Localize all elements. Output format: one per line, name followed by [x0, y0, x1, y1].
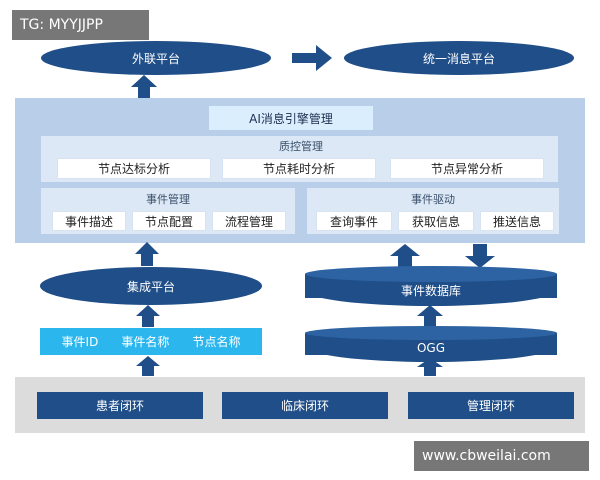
- ai-engine-title: AI消息引擎管理: [209, 106, 373, 130]
- management-loop: 管理闭环: [408, 392, 574, 419]
- up-arrow-icon: [136, 356, 160, 376]
- event-mgmt-item-3: 流程管理: [212, 211, 286, 231]
- event-driver-title: 事件驱动: [411, 193, 455, 206]
- field-node-name: 节点名称: [192, 335, 241, 349]
- event-mgmt-title: 事件管理: [146, 193, 190, 206]
- qc-item-1: 节点达标分析: [57, 158, 211, 179]
- up-arrow-icon: [417, 305, 443, 327]
- event-driver-item-1: 查询事件: [316, 211, 392, 231]
- up-arrow-icon: [131, 75, 157, 99]
- event-mgmt-item-1-label: 事件描述: [64, 214, 113, 229]
- event-driver-item-3-label: 推送信息: [492, 214, 541, 229]
- event-mgmt-item-2: 节点配置: [132, 211, 206, 231]
- integration-platform-label: 集成平台: [126, 279, 175, 294]
- event-driver-item-1-label: 查询事件: [329, 214, 378, 229]
- event-database: 事件数据库: [305, 266, 557, 306]
- qc-item-3: 节点异常分析: [390, 158, 544, 179]
- watermark-bottom-text: www.cbweilai.com: [422, 448, 551, 464]
- event-mgmt-item-3-label: 流程管理: [224, 214, 273, 229]
- ogg-cylinder: OGG: [305, 326, 557, 362]
- qc-item-3-label: 节点异常分析: [430, 162, 503, 176]
- up-arrow-icon: [417, 358, 443, 376]
- qc-item-1-label: 节点达标分析: [97, 162, 170, 176]
- unified-message-platform: 统一消息平台: [344, 41, 574, 75]
- up-arrow-icon: [135, 242, 159, 266]
- field-event-id: 事件ID: [61, 335, 99, 349]
- event-mgmt-item-2-label: 节点配置: [144, 214, 193, 229]
- event-mgmt-item-1: 事件描述: [52, 211, 126, 231]
- event-database-label: 事件数据库: [400, 283, 461, 298]
- clinical-loop: 临床闭环: [222, 392, 388, 419]
- watermark-top: TG: MYYJJPP: [12, 10, 149, 40]
- ai-engine-title-text: AI消息引擎管理: [249, 111, 333, 126]
- right-arrow-icon: [292, 45, 332, 71]
- qc-item-2-label: 节点耗时分析: [262, 162, 335, 176]
- external-platform-label: 外联平台: [131, 51, 180, 66]
- down-arrow-icon: [465, 244, 495, 268]
- qc-item-2: 节点耗时分析: [222, 158, 376, 179]
- patient-loop-label: 患者闭环: [95, 399, 144, 413]
- watermark-bottom: www.cbweilai.com: [414, 441, 589, 471]
- ogg-label: OGG: [416, 341, 446, 355]
- patient-loop: 患者闭环: [37, 392, 203, 419]
- event-fields-bar: 事件ID 事件名称 节点名称: [40, 328, 262, 355]
- event-driver-item-2-label: 获取信息: [411, 214, 460, 229]
- integration-platform: 集成平台: [40, 267, 262, 305]
- watermark-top-text: TG: MYYJJPP: [20, 17, 103, 33]
- event-driver-item-2: 获取信息: [398, 211, 474, 231]
- up-arrow-icon: [390, 244, 420, 268]
- event-driver-item-3: 推送信息: [480, 211, 554, 231]
- clinical-loop-label: 临床闭环: [280, 399, 329, 413]
- unified-message-platform-label: 统一消息平台: [422, 51, 495, 66]
- field-event-name: 事件名称: [121, 335, 170, 349]
- external-platform: 外联平台: [41, 41, 271, 75]
- up-arrow-icon: [136, 305, 160, 327]
- qc-title: 质控管理: [279, 140, 323, 153]
- management-loop-label: 管理闭环: [466, 399, 515, 413]
